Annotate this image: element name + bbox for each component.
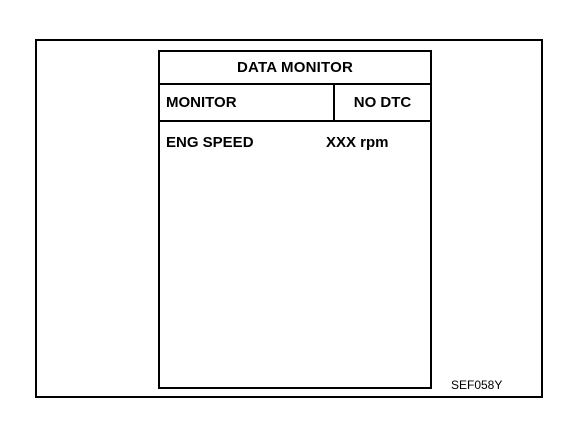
monitor-item-name: ENG SPEED (166, 134, 254, 151)
monitor-header-row: MONITOR NO DTC (160, 85, 430, 122)
monitor-item-list: ENG SPEED XXX rpm (160, 122, 430, 387)
data-monitor-screen: DATA MONITOR MONITOR NO DTC ENG SPEED XX… (158, 50, 432, 389)
monitor-header-label: MONITOR (160, 85, 335, 120)
figure-frame (35, 39, 543, 398)
dtc-status: NO DTC (353, 94, 412, 111)
monitor-item-row: ENG SPEED XXX rpm (166, 134, 424, 154)
figure-code: SEF058Y (451, 378, 503, 392)
monitor-item-value: XXX rpm (326, 134, 389, 151)
screen-title: DATA MONITOR (160, 52, 430, 85)
